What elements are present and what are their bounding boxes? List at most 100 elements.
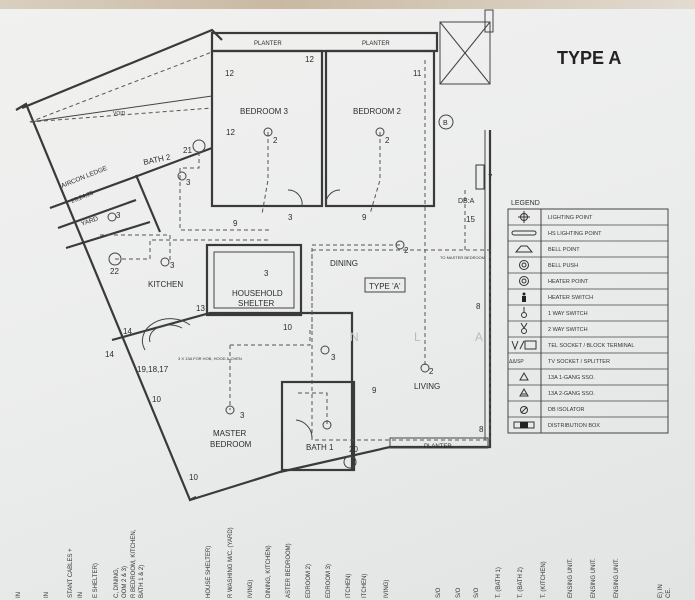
lighting-point-icon — [518, 211, 530, 223]
db-isolator-icon — [520, 406, 528, 414]
point-number: 2 — [429, 367, 434, 376]
legend-item-label: HEATER POINT — [548, 279, 589, 285]
point-number: 3 — [240, 411, 245, 420]
note-text: S/O — [456, 587, 462, 598]
point-number: 2 — [404, 246, 409, 255]
note-text: ENSING UNIT. — [591, 558, 597, 598]
point-number: 3 — [116, 211, 121, 220]
point-number: 9 — [233, 219, 238, 228]
room-household-shelter-1: HOUSEHOLD — [232, 289, 283, 298]
planter-top-right: PLANTER — [362, 41, 390, 47]
to-master-note: TO MASTER BEDROOM — [440, 255, 485, 260]
note-text: IN — [44, 592, 50, 598]
point-number: 13 — [196, 304, 205, 313]
room-master-bedroom-1: MASTER — [213, 429, 247, 438]
note-text: IVING) — [384, 580, 390, 598]
legend-item: LIGHTING POINT — [518, 211, 593, 223]
note-text: ITCHEN) — [346, 574, 352, 598]
room-yard: YARD — [80, 215, 99, 228]
two-way-switch-icon — [520, 322, 528, 334]
point-number: 12 — [305, 55, 314, 64]
point-number: 11 — [413, 69, 422, 78]
watermark: N L A — [350, 330, 509, 344]
cooker-note: 3 X 13A FOR HOB, HOOD & OVEN — [178, 356, 242, 361]
legend-item: 13A 1-GANG SSO. — [508, 368, 668, 381]
point-number: 15 — [466, 215, 475, 224]
legend-item: DB ISOLATOR — [508, 400, 668, 414]
legend-item: BELL POINT — [508, 240, 668, 253]
distribution-box-icon — [513, 421, 535, 429]
legend-item: BELL PUSH — [508, 256, 668, 270]
note-text: R BEDROOM, KITCHEN, — [131, 529, 137, 598]
note-text: EDROOM 3) — [326, 564, 332, 598]
legend-item: HEATER POINT — [508, 272, 668, 286]
walls — [15, 9, 494, 502]
socket-2gang-icon — [519, 387, 529, 397]
legend-item-label: 13A 1-GANG SSO. — [548, 375, 595, 381]
point-number: 14 — [123, 327, 132, 336]
point-number: 20 — [349, 445, 358, 454]
aircon-numbers: 23,24,25 — [71, 190, 96, 205]
room-kitchen: KITCHEN — [148, 280, 183, 289]
room-household-shelter-2: SHELTER — [238, 299, 275, 308]
legend-item: 2 WAY SWITCH — [508, 320, 668, 334]
point-number: 3 — [264, 269, 269, 278]
room-bedroom-2: BEDROOM 2 — [353, 107, 402, 116]
heater-switch-icon — [522, 292, 526, 302]
point-number: 3 — [186, 178, 191, 187]
note-text: DINING, KITCHEN) — [266, 545, 272, 598]
legend-item: HEATER SWITCH — [508, 288, 668, 302]
legend-item-label: BELL POINT — [548, 247, 580, 253]
note-text: R WASHING M/C. (YARD) — [228, 527, 234, 598]
room-living: LIVING — [414, 382, 440, 391]
note-text: IVING) — [248, 580, 254, 598]
legend-item: 13A 2-GANG SSO. — [508, 384, 668, 397]
point-number: 3 — [331, 353, 336, 362]
heater-point-icon — [519, 276, 529, 286]
point-number: 14 — [105, 350, 114, 359]
room-bath-1: BATH 1 — [306, 443, 334, 452]
point-number: 9 — [362, 213, 367, 222]
legend-item-label: DB ISOLATOR — [548, 407, 585, 413]
note-text: IN — [16, 592, 22, 598]
legend-item: HS LIGHTING POINT — [508, 224, 668, 237]
b-marker — [438, 114, 454, 130]
note-text: HOUSE SHELTER) — [206, 546, 212, 598]
lighting-points — [107, 127, 485, 430]
point-number: 8 — [476, 302, 481, 311]
planter-top-left: PLANTER — [254, 41, 282, 47]
room-aircon-ledge: AIRCON LEDGE — [60, 165, 109, 190]
distribution-box — [475, 164, 485, 190]
one-way-switch-icon — [521, 307, 527, 318]
point-numbers: 12 12 12 11 2 2 21 3 3 9 3 9 3 22 3 13 1… — [105, 55, 493, 482]
point-number: 10 — [283, 323, 292, 332]
point-number: 21 — [183, 146, 192, 155]
note-text: C, DINING, — [114, 567, 120, 598]
legend-item-label: DISTRIBUTION BOX — [548, 423, 600, 429]
point-number: 10 — [189, 473, 198, 482]
note-text: STANT CABLES + — [68, 548, 74, 598]
point-number: 7 — [488, 173, 493, 182]
plan-title: TYPE A — [557, 48, 621, 68]
legend-item-label: 2 WAY SWITCH — [548, 327, 588, 333]
note-text: T. (BATH 2) — [518, 567, 524, 598]
wiring — [100, 60, 466, 425]
legend-item-label: BELL PUSH — [548, 263, 578, 269]
type-tag: TYPE 'A' — [369, 282, 401, 291]
note-text: BATH 1 & 2) — [139, 565, 145, 598]
note-text: E) IN — [658, 584, 664, 598]
point-number: 12 — [225, 69, 234, 78]
note-text: T. (KITCHEN) — [541, 561, 547, 598]
note-text: ITCHEN) — [362, 574, 368, 598]
b-marker-label: B — [443, 120, 448, 127]
legend-item-label: HS LIGHTING POINT — [548, 231, 602, 237]
socket-1gang-icon — [519, 371, 529, 381]
void-label: VOID — [113, 111, 126, 117]
note-text: ASTER BEDROOM) — [286, 543, 292, 598]
point-number: 3 — [170, 261, 175, 270]
note-text: ENSING UNIT. — [568, 558, 574, 598]
note-text: ENSING UNIT. — [614, 558, 620, 598]
